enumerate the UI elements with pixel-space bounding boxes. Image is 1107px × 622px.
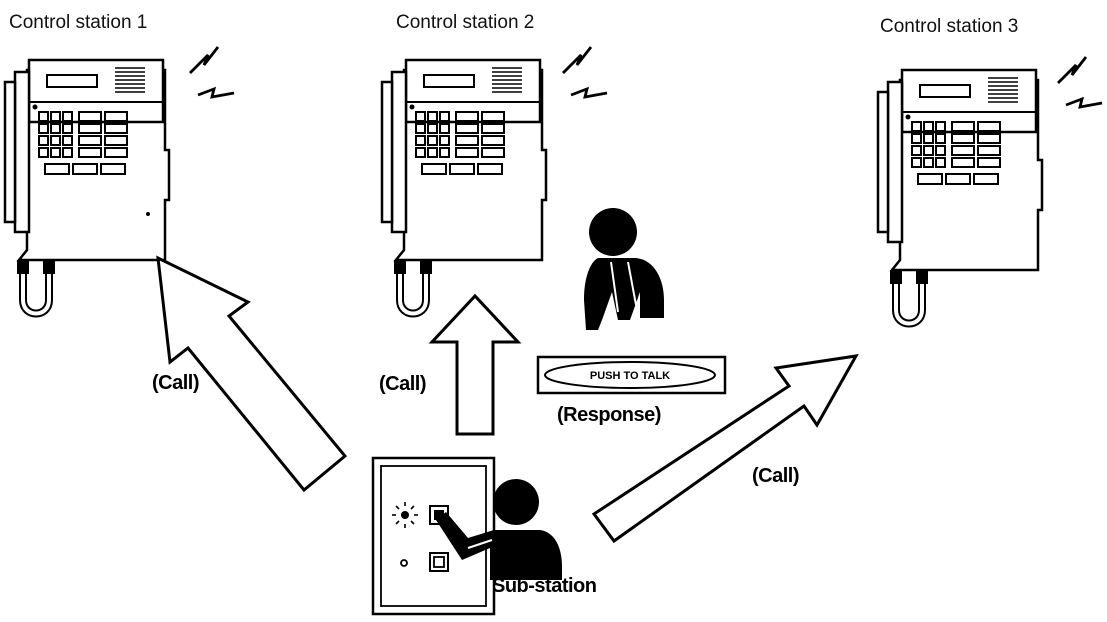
push-to-talk-panel: PUSH TO TALK [536, 355, 727, 395]
response-label: (Response) [557, 404, 661, 426]
control-station-1-title: Control station 1 [9, 12, 148, 33]
call-label-right: (Call) [752, 465, 800, 487]
control-station-3-title: Control station 3 [880, 16, 1019, 37]
call-arrow-to-station-1 [156, 255, 348, 493]
call-label-center: (Call) [379, 373, 427, 395]
control-station-2-phone-icon [380, 58, 548, 318]
control-station-2-title: Control station 2 [396, 12, 535, 33]
sub-station-panel-icon [371, 456, 496, 616]
ringing-icon-2 [561, 45, 609, 99]
call-arrow-to-station-3 [591, 354, 859, 544]
control-station-3-phone-icon [876, 68, 1044, 328]
caller-person-icon [436, 479, 562, 580]
call-label-left: (Call) [152, 372, 200, 394]
control-station-1-phone-icon [3, 58, 171, 318]
sub-station-label: Sub-station [492, 575, 597, 597]
speck [146, 212, 150, 216]
call-arrow-to-station-2 [428, 293, 522, 436]
ringing-icon-1 [188, 45, 236, 99]
responder-person-icon [584, 208, 664, 330]
push-to-talk-text: PUSH TO TALK [590, 370, 670, 382]
ringing-icon-3 [1056, 55, 1104, 109]
